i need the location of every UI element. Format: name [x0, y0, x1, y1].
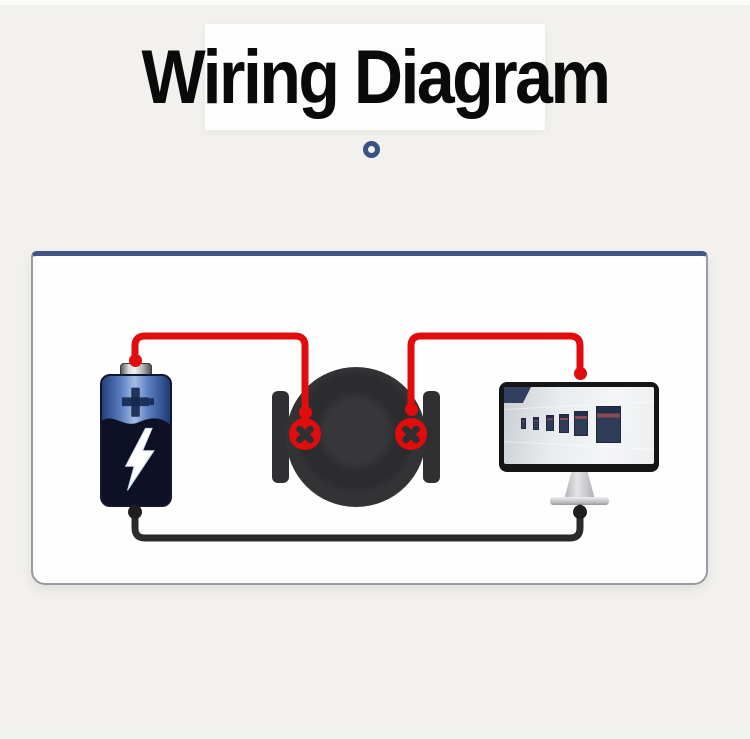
wires-layer	[131, 332, 584, 542]
lightning-bolt-icon	[124, 427, 155, 491]
monitor-stand-base	[550, 497, 609, 505]
monitor-bottom-connector-dot	[573, 505, 587, 519]
wiring-diagram-panel	[31, 251, 708, 585]
top-strip-tint	[0, 5, 750, 13]
plus-symbol-icon	[121, 397, 150, 407]
screen-photo-cabinet	[521, 418, 526, 429]
bottom-strip	[0, 728, 750, 739]
negative-wire-battery-to-monitor	[131, 504, 584, 542]
screen-photo-cabinet	[546, 415, 554, 431]
sounder-mount-tab-right	[423, 391, 440, 483]
screen-photo-ceiling-beam	[504, 387, 531, 403]
title-row: Wiring Diagram	[0, 24, 750, 130]
screen-photo-cabinet	[533, 417, 539, 430]
monitor-icon	[499, 382, 659, 472]
x-screw-terminal-icon	[395, 418, 427, 450]
sounder-left-connector-dot	[298, 405, 312, 419]
page-title: Wiring Diagram	[141, 34, 611, 120]
monitor-top-connector-dot	[573, 366, 587, 380]
positive-wire-battery-to-sounder	[131, 332, 309, 412]
battery-icon	[100, 374, 172, 507]
monitor-screen-photo	[504, 387, 654, 464]
battery-negative-connector-dot	[128, 505, 142, 519]
title-background-panel	[205, 24, 545, 130]
screen-photo-cabinet	[574, 411, 588, 436]
sounder-mount-tab-left	[272, 391, 289, 483]
screen-photo-cabinet	[596, 406, 621, 443]
x-screw-terminal-icon	[289, 418, 321, 450]
positive-wire-sounder-to-monitor	[407, 332, 584, 410]
screen-photo-cabinet	[559, 414, 569, 433]
ring-bullet-icon	[363, 141, 380, 158]
top-strip	[0, 0, 750, 5]
battery-positive-connector-dot	[128, 353, 142, 367]
battery-graphics	[102, 387, 170, 505]
plus-symbol-icon	[149, 398, 154, 406]
sounder-right-connector-dot	[404, 402, 418, 416]
